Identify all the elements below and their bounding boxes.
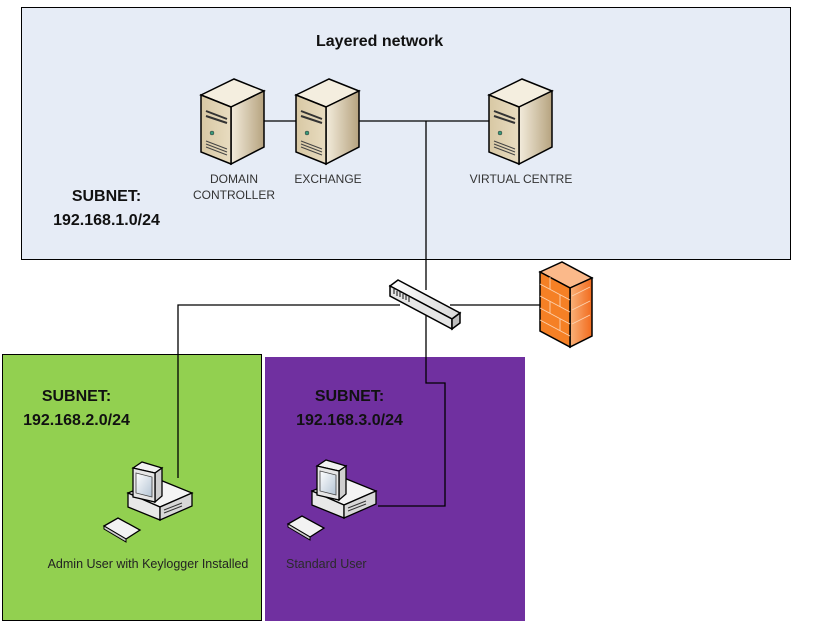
workstation-icon[interactable] xyxy=(284,458,384,543)
zone-user-subnet xyxy=(265,357,525,621)
subnet-heading: SUBNET: xyxy=(71,188,142,205)
workstation-icon[interactable] xyxy=(100,460,200,545)
label-line: CONTROLLER xyxy=(192,188,275,202)
link-switch-user-pc xyxy=(378,310,446,507)
firewall-icon[interactable] xyxy=(538,260,596,350)
subnet-heading: SUBNET: xyxy=(314,388,385,405)
zone-admin-subnet xyxy=(2,354,262,621)
label-line: DOMAIN xyxy=(210,172,258,186)
device-label-exchange: EXCHANGE xyxy=(294,172,362,186)
subnet-label-admin: SUBNET: 192.168.2.0/24 xyxy=(14,385,139,433)
subnet-label-core: SUBNET: 192.168.1.0/24 xyxy=(44,185,169,233)
link-switch-admin-pc xyxy=(177,304,400,478)
server-icon[interactable] xyxy=(294,77,364,167)
diagram-title: Layered network xyxy=(316,33,444,50)
subnet-cidr: 192.168.2.0/24 xyxy=(23,412,130,429)
subnet-cidr: 192.168.3.0/24 xyxy=(296,412,403,429)
device-label-admin-pc: Admin User with Keylogger Installed xyxy=(47,557,249,571)
subnet-heading: SUBNET: xyxy=(41,388,112,405)
device-label-domain-controller: DOMAIN CONTROLLER xyxy=(192,171,276,203)
server-icon[interactable] xyxy=(199,77,269,167)
subnet-label-user: SUBNET: 192.168.3.0/24 xyxy=(287,385,412,433)
device-label-virtual-centre: VIRTUAL CENTRE xyxy=(469,172,573,186)
zone-core-network xyxy=(21,7,791,260)
switch-icon[interactable] xyxy=(388,276,464,334)
server-icon[interactable] xyxy=(487,77,557,167)
device-label-user-pc: Standard User xyxy=(286,557,367,571)
subnet-cidr: 192.168.1.0/24 xyxy=(53,212,160,229)
